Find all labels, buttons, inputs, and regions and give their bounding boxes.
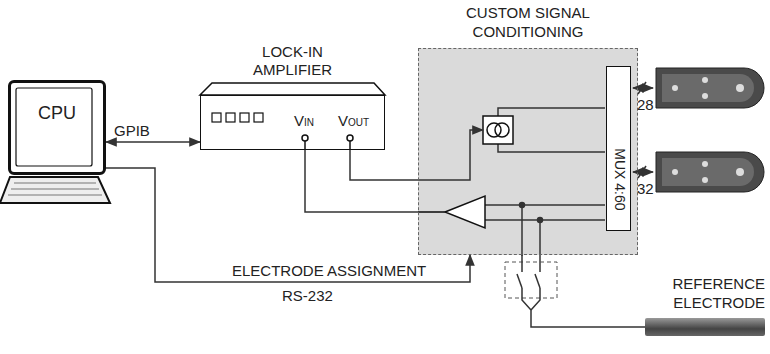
connector-label: GPIB: [112, 122, 152, 139]
internal-wiring: [485, 219, 605, 221]
switch-symbol: [517, 274, 522, 288]
internal-wiring: [498, 144, 605, 152]
internal-wiring: [418, 108, 605, 272]
electrode-probe: [672, 169, 678, 175]
node-title: LOCK-IN AMPLIFIER: [237, 43, 349, 79]
node-title: CUSTOM SIGNAL CONDITIONING: [429, 3, 627, 41]
lock-in-housing: [200, 83, 385, 95]
node-title: MUX 4:60: [609, 148, 628, 150]
lock-in-housing: [212, 113, 221, 122]
lock-in-housing: [302, 135, 308, 141]
electrode-probe: [656, 68, 764, 108]
electrode-probe: [736, 168, 744, 176]
node-title: REFERENCE ELECTRODE: [641, 274, 765, 312]
electrode-probe: [702, 177, 708, 183]
connector-label: ELECTRODE ASSIGNMENT: [230, 262, 428, 279]
amplifier-symbol: [445, 196, 485, 228]
electrode-probe: [656, 68, 764, 192]
laptop-body: [0, 88, 110, 203]
internal-wiring: [485, 204, 605, 206]
connector: [106, 168, 470, 282]
bus-arrows: [638, 166, 646, 178]
electrode-probe: [672, 85, 678, 91]
laptop-body: [16, 88, 92, 166]
laptop-body: [14, 183, 96, 184]
node-title: CPU: [11, 103, 103, 124]
channel-count: 32: [637, 180, 654, 197]
electrode-probe: [662, 74, 754, 102]
internal-wiring: [539, 220, 541, 272]
lock-in-housing: [240, 113, 249, 122]
internal-wiring: [498, 108, 605, 116]
internal-wiring: [538, 218, 543, 223]
computer-screen: CPU: [8, 80, 106, 175]
current-source-symbol: [495, 123, 509, 137]
lock-in-housing: [347, 135, 353, 141]
lock-in-housing: [304, 141, 306, 150]
connector: [350, 130, 483, 180]
reference-electrode: REFERENCE ELECTRODE: [645, 318, 765, 336]
pin-name: VIN: [294, 112, 314, 129]
laptop-body: [8, 183, 102, 195]
current-source-symbol: [483, 116, 513, 144]
lock-in-housing: [254, 113, 263, 122]
laptop-body: [0, 177, 110, 203]
pin-name: VOUT: [338, 112, 369, 129]
laptop-body: [11, 189, 99, 190]
bus-arrows: [633, 82, 653, 178]
current-source-symbol: [483, 116, 513, 144]
lock-in-housing: [200, 83, 385, 150]
multiplexer-box: MUX 4:60: [606, 66, 631, 231]
internal-wiring: [520, 203, 525, 208]
lock-in-housing: [349, 141, 351, 150]
group-box: CUSTOM SIGNAL CONDITIONINGMUX 4:60: [418, 48, 638, 255]
connector: [522, 255, 645, 327]
signal-name: RS-232: [282, 287, 333, 304]
electrode-probe: [662, 158, 754, 186]
amplifier-symbol: [445, 196, 485, 228]
current-source-symbol: [487, 123, 501, 137]
bus-arrows: [638, 82, 646, 94]
electrode-probe: [702, 161, 708, 167]
switch-symbol: [531, 288, 540, 310]
switch-symbol: [505, 262, 557, 310]
electrode-probe: [702, 93, 708, 99]
switch-symbol: [535, 274, 540, 288]
laptop-body: [8, 195, 102, 196]
conditioning-ground: [418, 48, 638, 255]
electrode-probe: [736, 84, 744, 92]
conditioning-ground: [418, 48, 638, 255]
lock-in-housing: [226, 113, 235, 122]
electrode-probe: [656, 152, 764, 192]
switch-symbol: [505, 262, 557, 298]
connector: [305, 150, 445, 212]
connector: [106, 141, 200, 143]
electrode-probe: [702, 77, 708, 83]
internal-wiring: [521, 205, 523, 255]
channel-count: 28: [637, 96, 654, 113]
